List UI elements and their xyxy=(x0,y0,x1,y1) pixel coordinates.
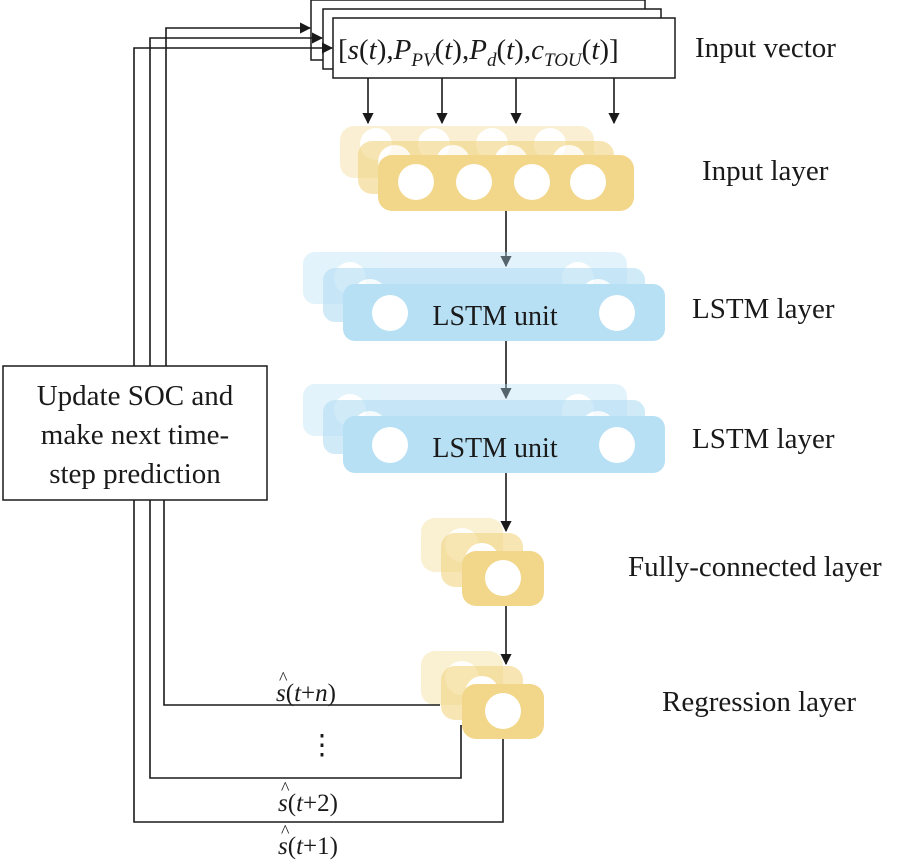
input-neuron xyxy=(456,164,492,200)
input-vector-stack xyxy=(310,0,676,79)
lstm-layer-1-label: LSTM layer xyxy=(692,293,835,325)
input-layer-label: Input layer xyxy=(702,155,829,187)
lstm-unit-label-2: LSTM unit xyxy=(432,433,557,464)
output-ellipsis: ⋮ xyxy=(308,730,336,761)
update-box-line-3: step prediction xyxy=(49,458,221,490)
regression-layer-label: Regression layer xyxy=(662,686,856,718)
update-box-line-2: make next time- xyxy=(41,419,229,451)
update-soc-box xyxy=(2,365,268,501)
input-vector-formula: [s(t),PPV(t),Pd(t),cTOU(t)] xyxy=(338,34,619,71)
feedback-lines xyxy=(133,22,504,823)
fc-layer-label: Fully-connected layer xyxy=(628,551,882,583)
input-layer-stack xyxy=(340,126,634,211)
lstm-layer-1-stack xyxy=(303,252,665,341)
input-neuron xyxy=(398,164,434,200)
input-neuron xyxy=(514,164,550,200)
update-box-line-1: Update SOC and xyxy=(37,380,234,412)
output-label-2: s(t+2) xyxy=(278,790,338,817)
output-label-n: s(t+n) xyxy=(276,680,336,707)
output-label-1: s(t+1) xyxy=(278,833,338,860)
lstm-unit-label-1: LSTM unit xyxy=(432,301,557,332)
input-neuron xyxy=(570,164,606,200)
input-arrows xyxy=(362,78,620,125)
input-vector-label: Input vector xyxy=(695,32,836,64)
hat-mark-1: ^ xyxy=(281,821,290,841)
lstm-layer-2-stack xyxy=(303,384,665,473)
fc-layer-stack xyxy=(421,518,544,606)
regression-layer-stack xyxy=(421,651,544,739)
hat-mark-2: ^ xyxy=(281,778,290,798)
lstm-layer-2-label: LSTM layer xyxy=(692,423,835,455)
hat-mark-n: ^ xyxy=(279,668,288,688)
